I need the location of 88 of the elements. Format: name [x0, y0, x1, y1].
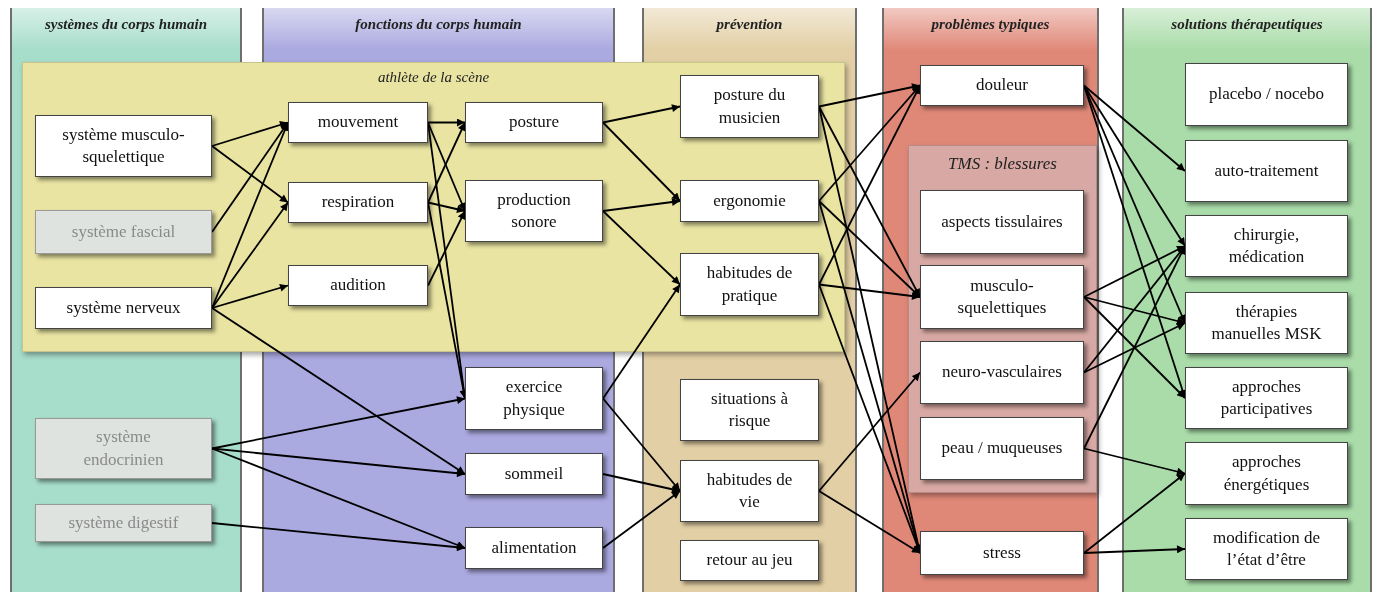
arrow — [1083, 296, 1186, 325]
process-box: habitudes de vie — [680, 460, 819, 522]
process-box: placebo / nocebo — [1185, 63, 1348, 126]
heading-text: athlète de la scène — [376, 69, 491, 86]
arrow — [602, 121, 681, 202]
process-box: système endocrinien — [35, 418, 212, 479]
process-box: chirurgie, médication — [1185, 215, 1348, 277]
process-box: approches participatives — [1185, 367, 1348, 429]
arrow — [1083, 447, 1186, 476]
process-box: musculo-squelettiques — [920, 265, 1084, 329]
process-box: ergonomie — [680, 180, 819, 222]
process-box: système nerveux — [35, 287, 212, 329]
heading-text: problèmes typiques — [929, 16, 1051, 33]
arrow — [427, 118, 466, 127]
arrow — [1083, 84, 1186, 172]
group-panel — [908, 145, 1097, 493]
arrow — [1083, 245, 1186, 298]
arrow — [1083, 296, 1186, 399]
process-box: système musculo-squelettique — [35, 115, 212, 177]
arrow — [211, 396, 466, 450]
arrow — [211, 522, 466, 552]
process-box: posture — [465, 102, 603, 143]
arrow — [818, 84, 921, 202]
heading-text: prévention — [714, 16, 784, 33]
arrow — [602, 397, 681, 492]
process-box: stress — [920, 531, 1084, 575]
process-box: alimentation — [465, 527, 603, 569]
arrow — [211, 283, 289, 309]
column-panel — [1122, 8, 1372, 592]
group-band — [22, 62, 845, 352]
process-box: neuro-vasculaires — [920, 341, 1084, 404]
arrow — [211, 447, 466, 549]
process-box: aspects tissulaires — [920, 190, 1084, 254]
process-box: approches énergétiques — [1185, 442, 1348, 505]
arrow — [818, 490, 921, 554]
arrow — [427, 201, 468, 400]
arrow — [818, 83, 921, 108]
heading-text: solutions thérapeutiques — [1170, 16, 1324, 33]
arrow — [211, 121, 289, 147]
column-panel — [10, 8, 242, 62]
process-box: modification de l’état d’être — [1185, 518, 1348, 580]
arrow — [1083, 322, 1186, 374]
arrow — [818, 371, 921, 492]
arrow — [818, 105, 921, 298]
process-box: habitudes de pratique — [680, 253, 819, 316]
arrow — [1083, 245, 1186, 450]
arrow — [211, 447, 466, 478]
arrow — [602, 198, 681, 212]
arrow — [1083, 472, 1186, 554]
arrow — [211, 121, 289, 309]
column-panel — [262, 8, 615, 62]
process-box: thérapies manuelles MSK — [1185, 292, 1348, 354]
process-box: retour au jeu — [680, 540, 819, 581]
arrow — [211, 201, 289, 309]
arrow — [602, 473, 681, 494]
arrow — [818, 283, 921, 300]
arrow — [211, 145, 289, 204]
arrow — [427, 210, 466, 287]
arrow — [602, 283, 681, 400]
heading-text: TMS : blessures — [947, 154, 1058, 174]
arrow — [427, 201, 466, 214]
process-box: respiration — [288, 182, 428, 223]
process-box: système digestif — [35, 504, 212, 542]
process-box: mouvement — [288, 102, 428, 143]
arrow — [211, 307, 466, 475]
arrow — [818, 283, 921, 554]
arrow — [602, 210, 681, 286]
process-box: posture du musicien — [680, 75, 819, 138]
process-box: sommeil — [465, 453, 603, 495]
heading-text: systèmes du corps humain — [43, 16, 209, 33]
arrow — [211, 121, 289, 233]
heading-text: fonctions du corps humain — [354, 16, 523, 33]
arrow — [1083, 545, 1186, 554]
process-box: situations à risque — [680, 379, 819, 441]
arrow — [818, 200, 921, 298]
process-box: peau / muqueuses — [920, 417, 1084, 480]
arrow — [1083, 84, 1186, 247]
process-box: douleur — [920, 65, 1084, 106]
process-box: système fascial — [35, 210, 212, 254]
arrow — [818, 84, 921, 286]
arrow — [602, 490, 681, 549]
process-box: exercice physique — [465, 367, 603, 430]
process-box: auto-traitement — [1185, 140, 1348, 202]
column-panel — [882, 8, 1099, 592]
column-panel — [642, 8, 857, 62]
process-box: audition — [288, 265, 428, 306]
process-box: production sonore — [465, 180, 603, 242]
arrow — [602, 104, 681, 124]
